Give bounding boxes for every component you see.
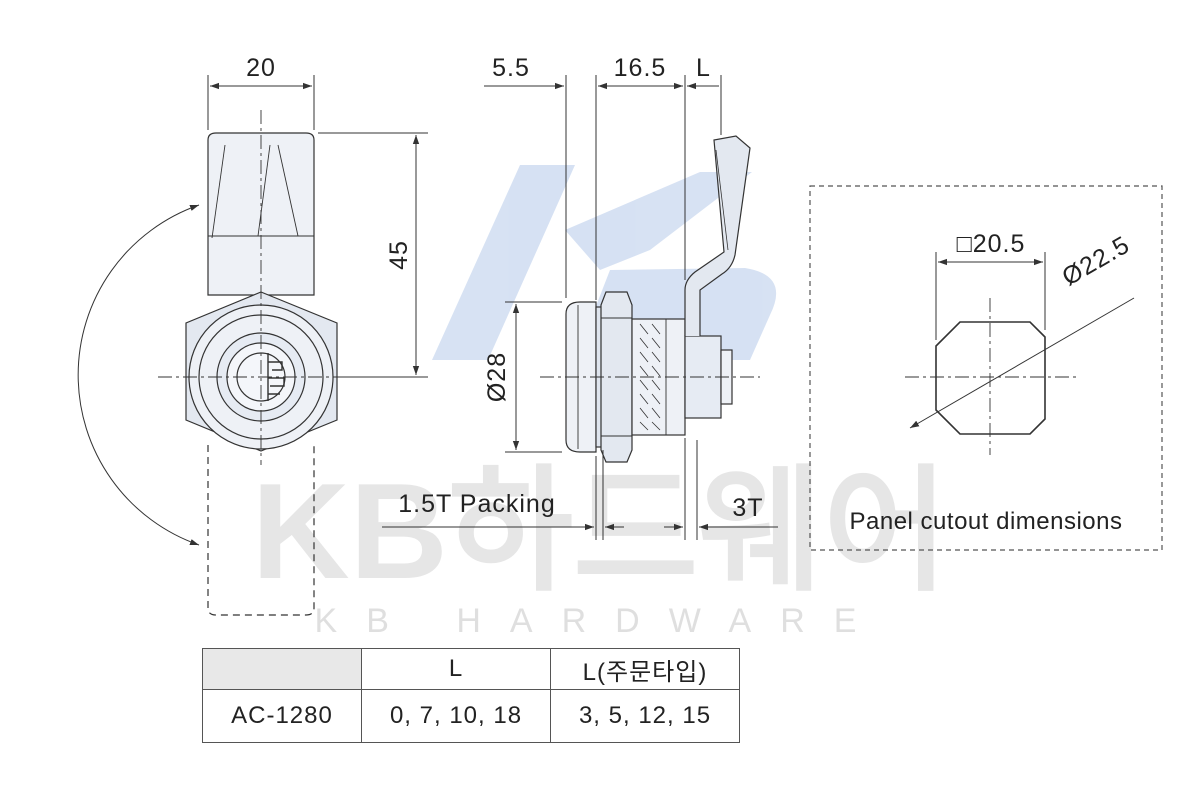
side-dim-a-label: 5.5 [492,54,530,82]
side-dim-l-label: L [696,54,710,82]
front-lever-rotated [207,445,315,616]
side-dim-b-label: 16.5 [614,54,667,82]
front-dimensions [207,75,428,378]
cutout-square-label: □20.5 [957,230,1026,258]
thickness-label: 3T [732,494,763,522]
cutout-frame [809,185,1163,551]
spec-cell-model: AC-1280 [202,689,362,743]
table-row: AC-1280 0, 7, 10, 18 3, 5, 12, 15 [202,689,740,743]
watermark-brand: KB하드웨어 [252,455,949,607]
cutout-drawing [905,252,1135,455]
front-height-label: 45 [385,240,413,270]
side-cam-lever [684,135,751,336]
spec-header-l-order: L(주문타입) [550,648,740,690]
side-dimensions [382,75,778,540]
rotation-arc [77,204,200,546]
spec-table: L L(주문타입) AC-1280 0, 7, 10, 18 3, 5, 12,… [202,648,740,743]
cutout-shape [935,321,1046,435]
spec-cell-l: 0, 7, 10, 18 [361,689,551,743]
spec-header-l: L [361,648,551,690]
watermark: KB하드웨어 KB HARDWARE [252,165,949,640]
diameter-label: Ø28 [483,352,511,402]
watermark-subtitle: KB HARDWARE [315,602,886,640]
side-cap [565,301,597,453]
spec-table-header-row: L L(주문타입) [202,648,740,690]
front-width-label: 20 [246,54,276,82]
cutout-caption: Panel cutout dimensions [850,508,1123,535]
spec-header-model [202,648,362,690]
spec-cell-l-order: 3, 5, 12, 15 [550,689,740,743]
cutout-diameter-label: Ø22.5 [1057,231,1134,292]
packing-label: 1.5T Packing [398,490,555,518]
side-thread-lines [639,323,661,431]
